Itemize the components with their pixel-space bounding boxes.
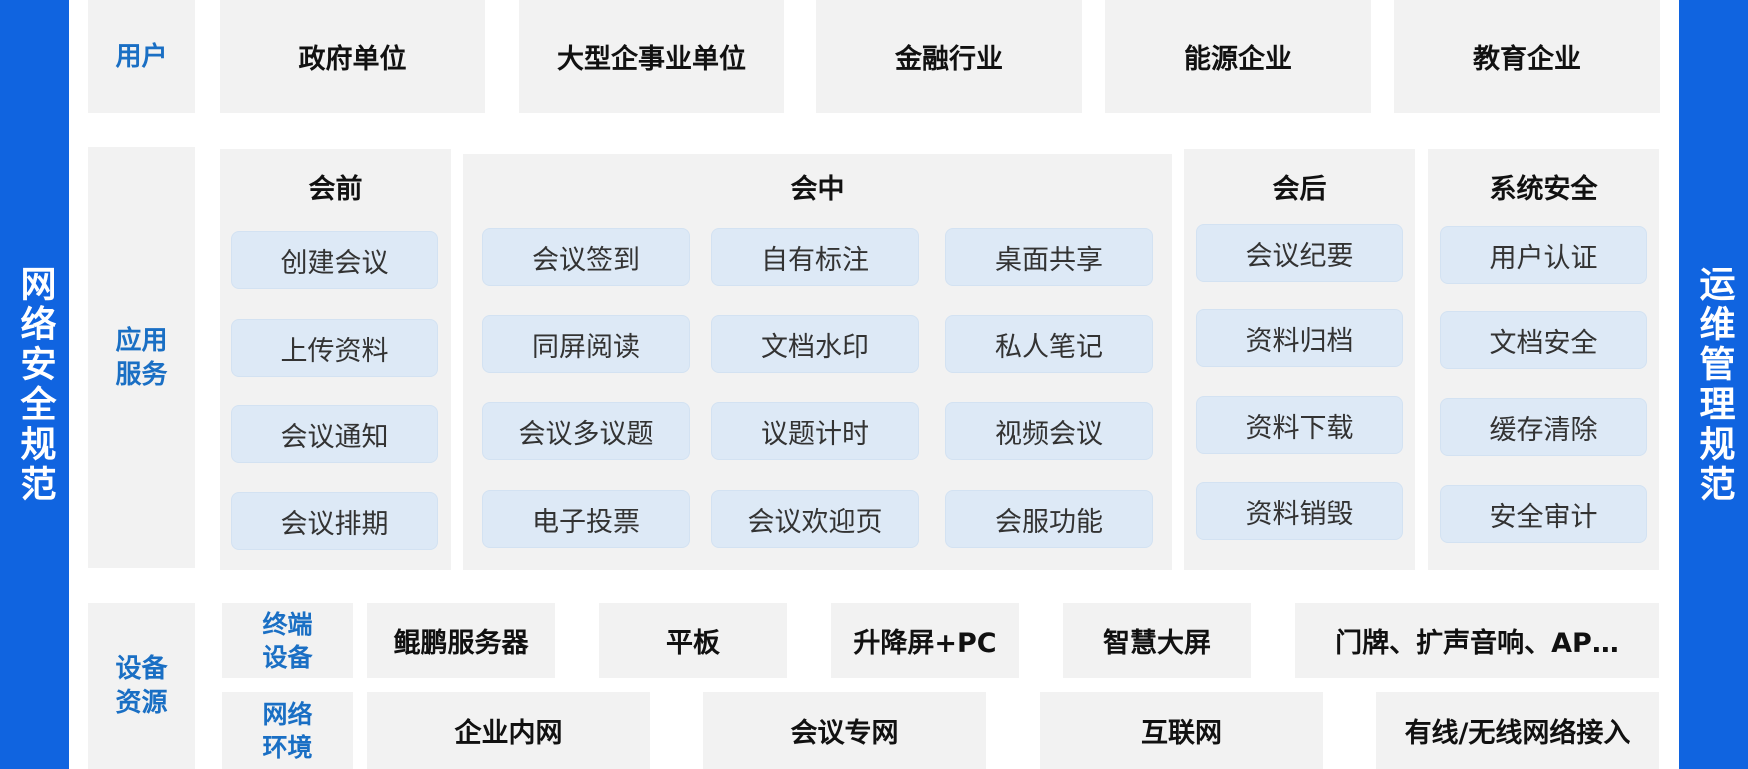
system-security-panel: 系统安全 用户认证 文档安全 缓存清除 安全审计 (1428, 149, 1659, 570)
after-meeting-title: 会后 (1272, 174, 1327, 205)
network-item: 会议专网 (703, 692, 986, 769)
during-item: 会服功能 (945, 490, 1153, 548)
during-item: 会议欢迎页 (711, 490, 919, 548)
during-meeting-title: 会中 (790, 174, 845, 205)
network-item: 企业内网 (367, 692, 650, 769)
resources-row-label: 设备资源 (88, 603, 195, 769)
before-item: 会议通知 (231, 405, 438, 463)
network-label-text: 网络环境 (262, 699, 313, 762)
security-item: 用户认证 (1440, 226, 1647, 284)
after-meeting-panel: 会后 会议纪要 资料归档 资料下载 资料销毁 (1184, 149, 1415, 570)
before-item: 创建会议 (231, 231, 438, 289)
during-item: 会议签到 (482, 228, 690, 286)
user-item: 教育企业 (1394, 0, 1660, 113)
user-item: 能源企业 (1105, 0, 1371, 113)
before-meeting-panel: 会前 创建会议 上传资料 会议通知 会议排期 (220, 149, 451, 570)
left-side-bar: 网络安全规范 (0, 0, 69, 769)
during-meeting-panel: 会中 会议签到 自有标注 桌面共享 同屏阅读 文档水印 私人笔记 会议多议题 议… (463, 154, 1172, 570)
during-item: 视频会议 (945, 402, 1153, 460)
during-item: 私人笔记 (945, 315, 1153, 373)
during-item: 自有标注 (711, 228, 919, 286)
left-side-label: 网络安全规范 (14, 264, 56, 505)
network-item: 有线/无线网络接入 (1376, 692, 1659, 769)
terminal-item: 平板 (599, 603, 787, 678)
network-item: 互联网 (1040, 692, 1323, 769)
after-item: 资料销毁 (1196, 482, 1403, 540)
during-item: 电子投票 (482, 490, 690, 548)
users-label-text: 用户 (115, 41, 168, 72)
right-side-bar: 运维管理规范 (1679, 0, 1748, 769)
terminal-label-text: 终端设备 (262, 609, 313, 672)
during-item: 文档水印 (711, 315, 919, 373)
after-item: 资料归档 (1196, 309, 1403, 367)
terminal-item: 鲲鹏服务器 (367, 603, 555, 678)
terminal-item: 智慧大屏 (1063, 603, 1251, 678)
before-item: 会议排期 (231, 492, 438, 550)
after-item: 会议纪要 (1196, 224, 1403, 282)
services-row-label: 应用服务 (88, 147, 195, 568)
services-label-text: 应用服务 (115, 325, 168, 390)
terminal-item: 升降屏+PC (831, 603, 1019, 678)
user-item: 政府单位 (220, 0, 485, 113)
user-item: 金融行业 (816, 0, 1082, 113)
resources-label-text: 设备资源 (115, 654, 168, 718)
terminal-devices-label: 终端设备 (222, 603, 353, 678)
during-item: 桌面共享 (945, 228, 1153, 286)
network-env-label: 网络环境 (222, 692, 353, 769)
terminal-item: 门牌、扩声音响、AP… (1295, 603, 1659, 678)
before-item: 上传资料 (231, 319, 438, 377)
system-security-title: 系统安全 (1489, 174, 1598, 205)
after-item: 资料下载 (1196, 396, 1403, 454)
during-item: 议题计时 (711, 402, 919, 460)
security-item: 安全审计 (1440, 485, 1647, 543)
during-item: 同屏阅读 (482, 315, 690, 373)
security-item: 文档安全 (1440, 311, 1647, 369)
before-meeting-title: 会前 (308, 174, 363, 205)
security-item: 缓存清除 (1440, 398, 1647, 456)
user-item: 大型企事业单位 (519, 0, 784, 113)
during-item: 会议多议题 (482, 402, 690, 460)
right-side-label: 运维管理规范 (1693, 264, 1735, 505)
users-row-label: 用户 (88, 0, 195, 113)
